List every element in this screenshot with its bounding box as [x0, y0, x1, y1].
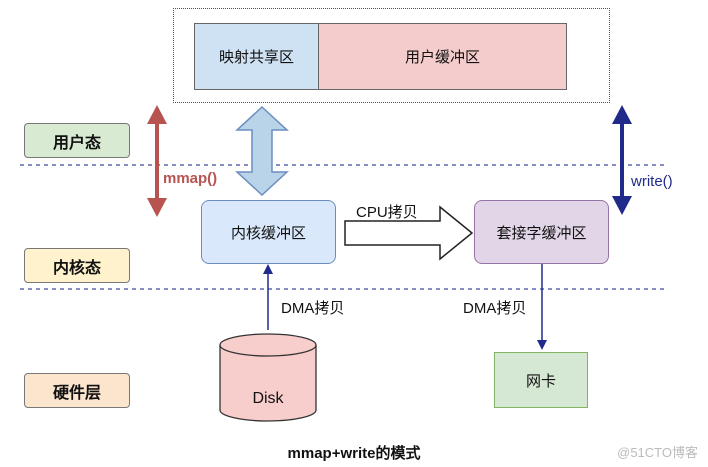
socket-buffer: 套接字缓冲区 [474, 200, 609, 264]
cpu-copy-label: CPU拷贝 [356, 204, 418, 221]
dma-arrow-socket-to-nic [537, 264, 547, 350]
write-label: write() [631, 173, 673, 190]
watermark: @51CTO博客 [617, 445, 698, 460]
hardware-layer-label: 硬件层 [24, 373, 130, 408]
cpu-copy-arrow [344, 205, 474, 261]
mmap-double-arrow [147, 105, 167, 217]
disk-cylinder [219, 333, 317, 422]
kernel-mode-label: 内核态 [24, 248, 130, 283]
dma-copy-left-label: DMA拷贝 [281, 300, 345, 317]
user-mode-label: 用户态 [24, 123, 130, 158]
user-buffer: 用户缓冲区 [318, 23, 567, 90]
mmap-shared-area: 映射共享区 [194, 23, 319, 90]
userspace-container [173, 8, 610, 103]
dma-copy-right-label: DMA拷贝 [463, 300, 527, 317]
dma-arrow-disk-to-kernel [263, 264, 273, 330]
shared-mapping-arrow [235, 105, 289, 197]
nic-box: 网卡 [494, 352, 588, 408]
kernel-buffer: 内核缓冲区 [201, 200, 336, 264]
mmap-label: mmap() [163, 170, 218, 187]
caption: mmap+write的模式 [287, 445, 421, 462]
disk-label: Disk [252, 390, 284, 407]
write-double-arrow [612, 105, 632, 215]
